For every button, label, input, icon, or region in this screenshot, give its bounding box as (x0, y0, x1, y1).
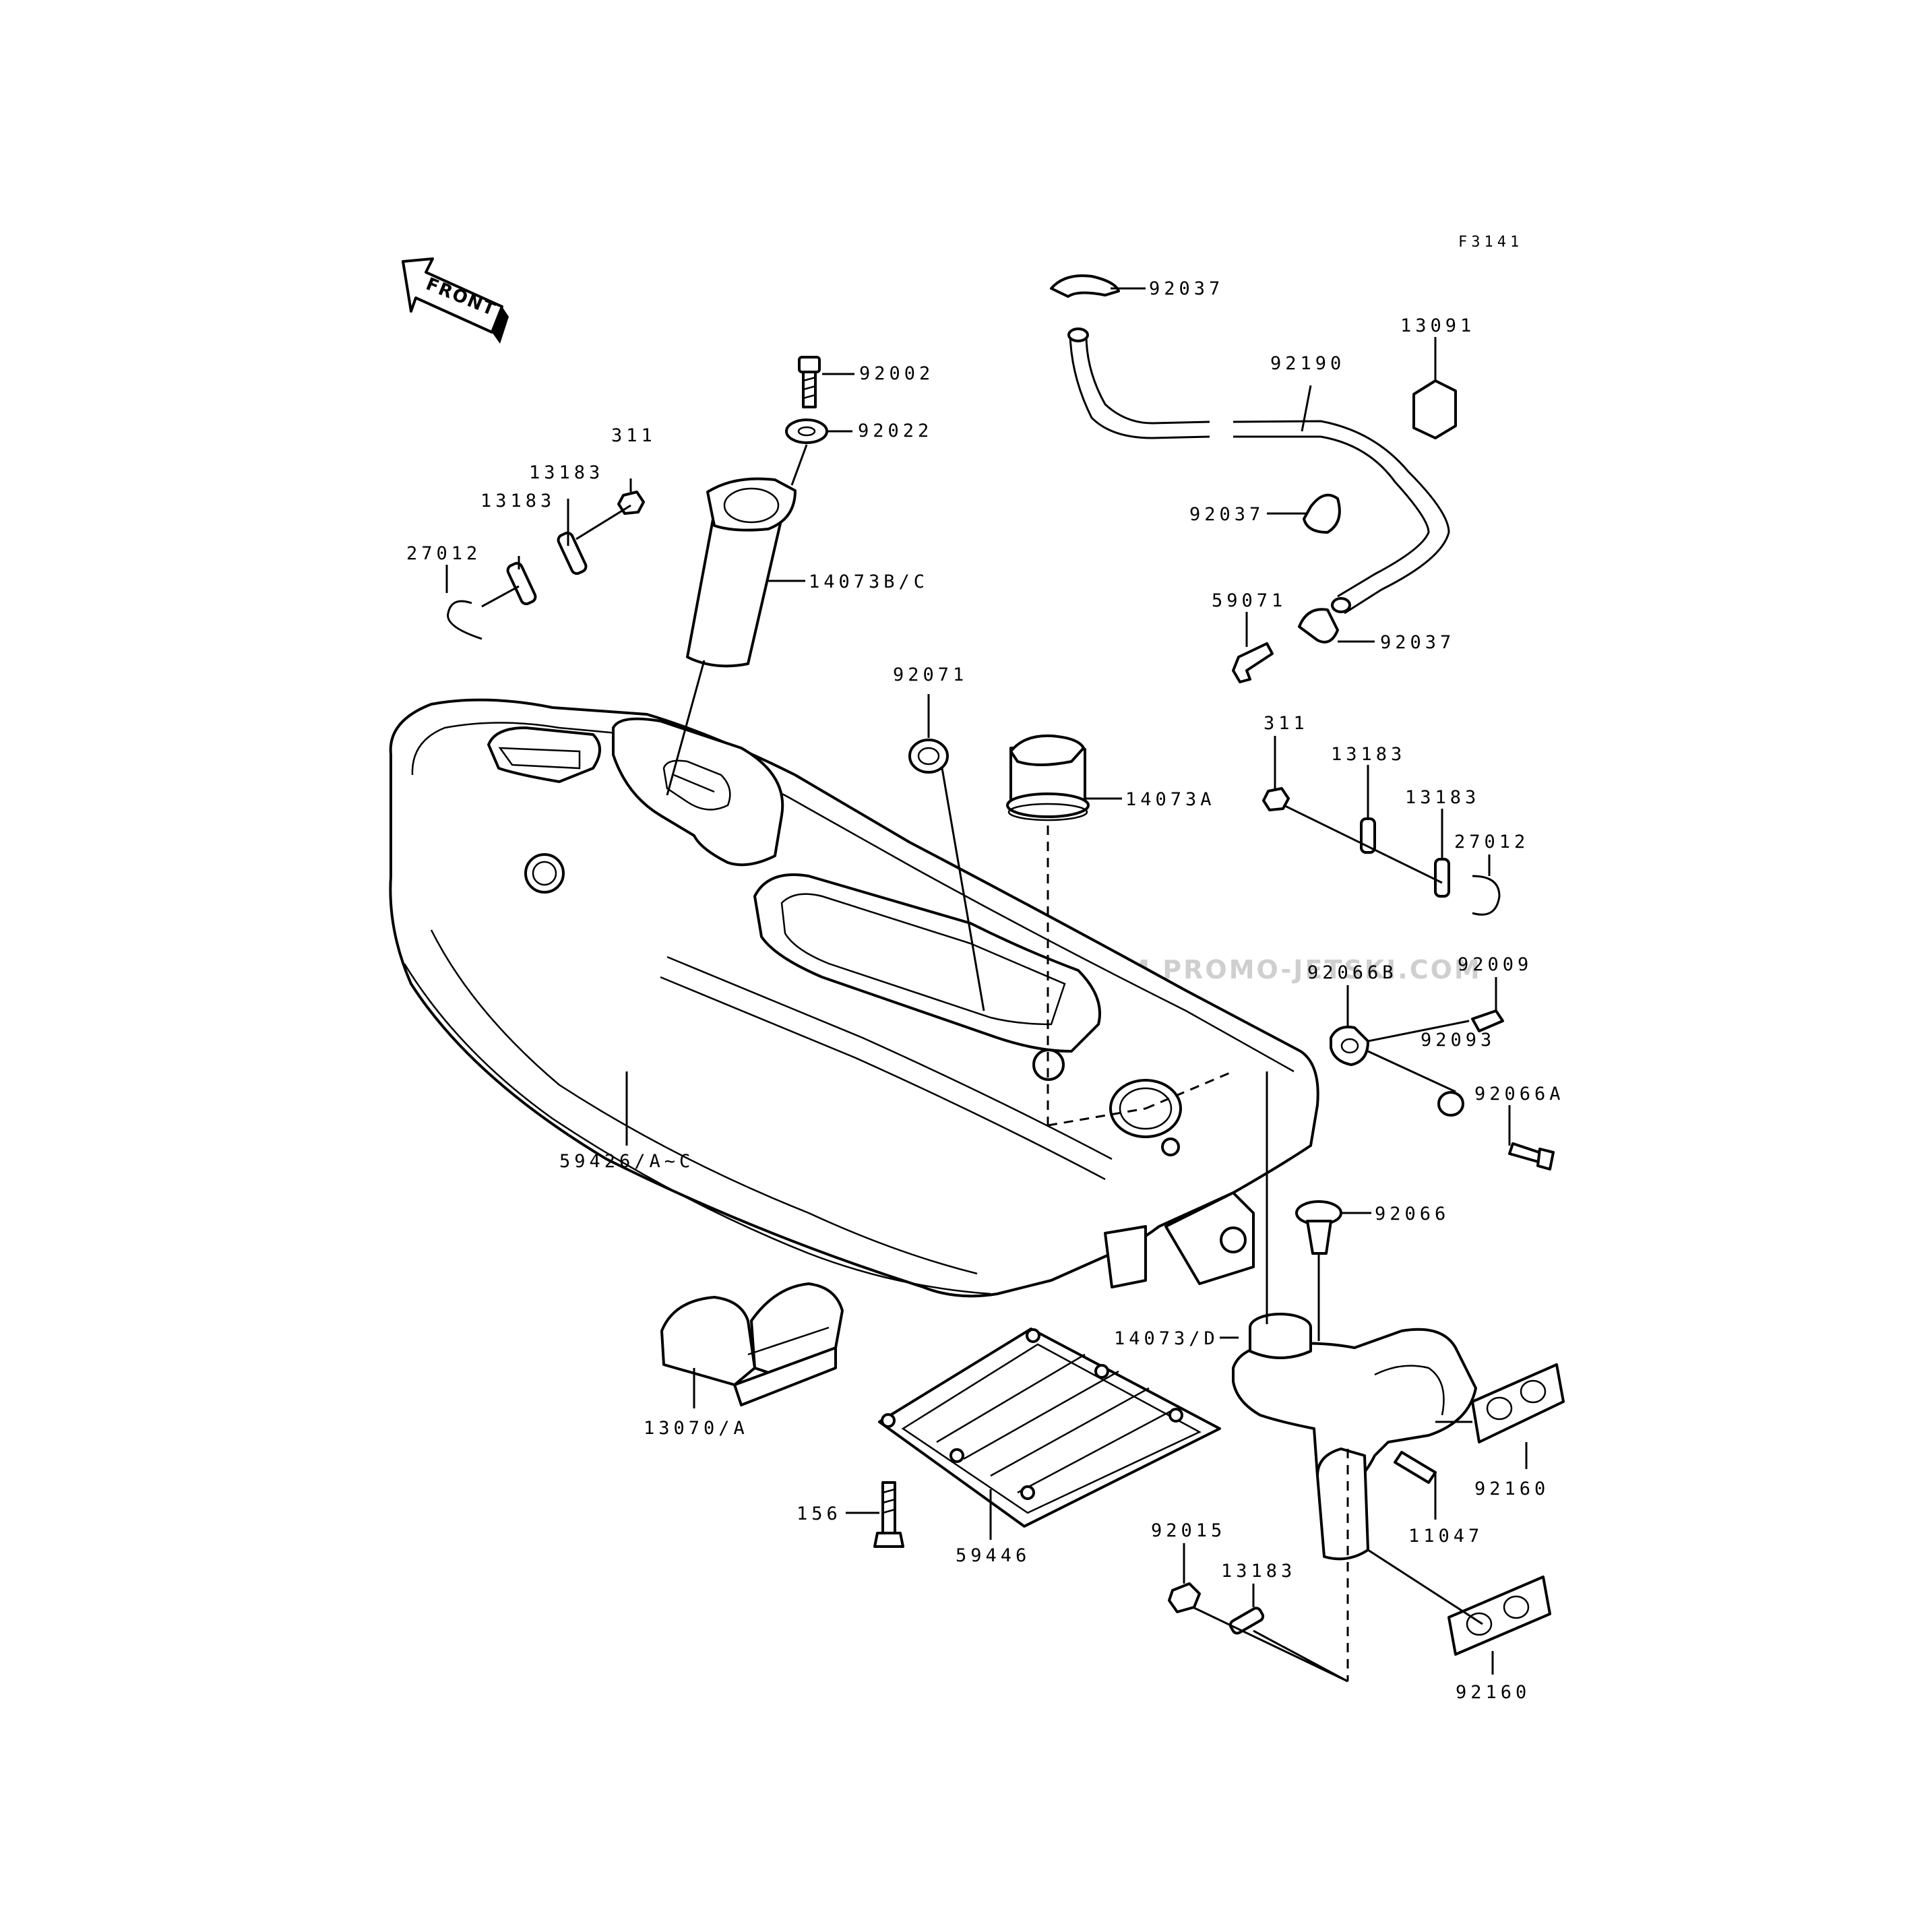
label-92066: 92066 (1375, 1204, 1450, 1224)
leader-lines (445, 287, 1528, 1683)
bolt-156 (873, 1481, 904, 1548)
duct-14073a (1006, 734, 1090, 821)
label-14073a: 14073A (1125, 789, 1216, 810)
plug-92066 (1295, 1200, 1342, 1255)
label-92160-lower: 92160 (1456, 1682, 1530, 1703)
clamp-92037-mid (1303, 493, 1341, 534)
cap-13091 (1412, 379, 1457, 439)
clamp-92037-low (1298, 608, 1339, 644)
ubolt-27012-left (447, 600, 482, 640)
label-92066a: 92066A (1474, 1084, 1565, 1104)
duct-14073bc (686, 477, 797, 668)
label-92071: 92071 (893, 664, 968, 685)
part-labels: 92037 13091 92190 92002 92022 311 13183 … (406, 278, 1565, 1703)
label-92093: 92093 (1421, 1030, 1495, 1051)
plate-13183-left-b (506, 561, 537, 606)
label-14073d: 14073/D (1114, 1328, 1219, 1349)
gasket-92160-lower (1447, 1576, 1551, 1656)
plate-13183-bottom (1228, 1607, 1265, 1635)
label-311-left: 311 (611, 425, 656, 446)
label-13183-right-a: 13183 (1331, 744, 1406, 765)
label-156: 156 (797, 1503, 842, 1524)
front-arrow-icon: FRONT (402, 257, 509, 344)
label-92066b: 92066B (1307, 962, 1398, 983)
pin-11047 (1394, 1451, 1437, 1484)
label-11047: 11047 (1408, 1526, 1483, 1547)
label-92002: 92002 (859, 363, 934, 384)
label-59071: 59071 (1212, 590, 1286, 611)
chamber-14073d (1232, 1313, 1477, 1561)
label-13183-left-b: 13183 (480, 491, 555, 511)
plate-59446 (878, 1328, 1221, 1528)
plate-13183-right-b (1434, 858, 1450, 898)
label-92037-low: 92037 (1380, 632, 1455, 653)
washer-92093 (1437, 1091, 1464, 1117)
label-13070: 13070/A (644, 1418, 749, 1439)
label-92009: 92009 (1458, 954, 1532, 975)
diagram-code: F3141 (1458, 234, 1523, 251)
gasket-92160-upper (1471, 1363, 1565, 1443)
label-92190: 92190 (1270, 353, 1345, 374)
label-92037-mid: 92037 (1189, 504, 1264, 525)
label-27012-right: 27012 (1454, 832, 1529, 852)
label-13091: 13091 (1400, 315, 1475, 336)
label-92015: 92015 (1151, 1520, 1226, 1541)
fitting-92066b (1330, 1026, 1369, 1066)
label-27012-left: 27012 (406, 543, 481, 564)
label-92037-top: 92037 (1149, 278, 1224, 299)
ubolt-27012-right (1472, 875, 1501, 916)
screw-92066a (1508, 1142, 1555, 1171)
grate-13070 (660, 1282, 844, 1406)
label-13183-left-a: 13183 (529, 462, 604, 483)
hose-92190 (1067, 328, 1450, 615)
bolt-92002 (798, 356, 821, 408)
label-13183-bottom: 13183 (1221, 1561, 1296, 1582)
label-59446: 59446 (956, 1545, 1030, 1566)
label-92160-upper: 92160 (1474, 1478, 1549, 1499)
label-13183-right-b: 13183 (1405, 787, 1480, 808)
clamp-92037-top (1050, 274, 1120, 298)
cap-92071 (908, 739, 949, 774)
screw-92009 (1471, 1009, 1504, 1032)
fitting-59071 (1232, 642, 1274, 683)
hull-59426 (389, 698, 1319, 1298)
label-311-right: 311 (1264, 713, 1309, 734)
nut-311-right (1262, 787, 1290, 811)
plate-13183-left-a (557, 531, 588, 575)
label-14073bc: 14073B/C (809, 571, 929, 592)
washer-92022 (785, 418, 828, 444)
label-59426: 59426/A~C (559, 1151, 694, 1172)
label-92022: 92022 (858, 420, 933, 441)
